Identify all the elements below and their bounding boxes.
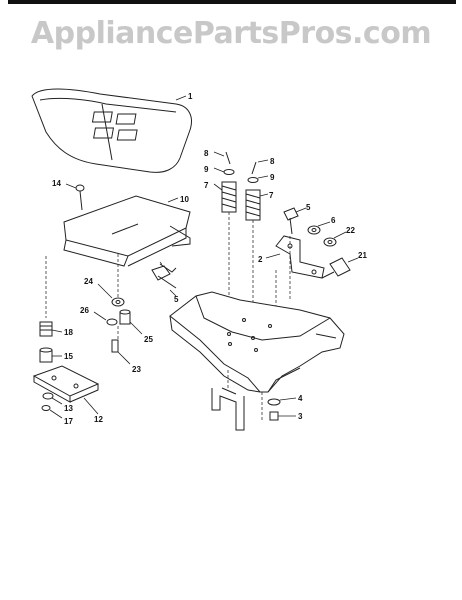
callout-10: 10 (180, 195, 189, 204)
callout-6: 6 (331, 216, 336, 225)
callout-22: 22 (346, 226, 355, 235)
callout-2: 2 (258, 255, 263, 264)
cap-part-9-left[interactable] (213, 167, 235, 175)
callout-23: 23 (132, 365, 141, 374)
callout-8-right: 8 (270, 157, 275, 166)
callout-1: 1 (188, 92, 193, 101)
callout-8-left: 8 (204, 149, 209, 158)
spring-part-18[interactable] (39, 321, 63, 337)
callout-24: 24 (84, 277, 93, 286)
spring-part-7-right[interactable] (245, 189, 261, 221)
spring-part-7-left[interactable] (221, 181, 237, 213)
cap-part-9-right[interactable] (247, 175, 269, 183)
bushing-part-26[interactable] (93, 311, 118, 326)
bracket-plate-part-12[interactable] (32, 365, 100, 415)
callout-26: 26 (80, 306, 89, 315)
callout-13: 13 (64, 404, 73, 413)
callout-18: 18 (64, 328, 73, 337)
bolt-part-21[interactable] (321, 257, 359, 279)
bushing-part-15[interactable] (39, 347, 62, 363)
frame-part[interactable] (169, 236, 345, 431)
bracket-part-2[interactable] (265, 235, 325, 279)
top-border-rule (8, 0, 456, 4)
nut-part-22[interactable] (323, 231, 347, 247)
nut-part-3[interactable] (269, 411, 296, 421)
callout-14: 14 (52, 179, 61, 188)
callout-7-right: 7 (269, 191, 274, 200)
pin-part-14[interactable] (65, 183, 85, 211)
seat-part[interactable] (31, 88, 192, 173)
spacer-part-25[interactable] (119, 309, 143, 335)
bolt-part-5-left[interactable] (151, 263, 177, 297)
callout-4: 4 (298, 394, 303, 403)
washer-part-24[interactable] (97, 283, 125, 307)
callout-3: 3 (298, 412, 303, 421)
callout-17: 17 (64, 417, 73, 426)
nut-part-6[interactable] (307, 221, 331, 235)
callout-5-right: 5 (306, 203, 311, 212)
washer-part-17[interactable] (41, 405, 63, 419)
pin-part-8-right[interactable] (251, 159, 269, 175)
callout-7-left: 7 (204, 181, 209, 190)
callout-9-right: 9 (270, 173, 275, 182)
pin-part-8-left[interactable] (213, 151, 231, 165)
bolt-part-5-right[interactable] (283, 207, 307, 235)
callout-25: 25 (144, 335, 153, 344)
bolt-part-23[interactable] (111, 339, 131, 365)
watermark-logo-text: AppliancePartsPros.com (30, 16, 432, 51)
callout-5-left: 5 (174, 295, 179, 304)
seat-pan-part[interactable] (63, 195, 191, 267)
callout-15: 15 (64, 352, 73, 361)
washer-part-4[interactable] (267, 397, 297, 406)
nut-part-13[interactable] (42, 392, 63, 405)
callout-12: 12 (94, 415, 103, 424)
callout-9-left: 9 (204, 165, 209, 174)
callout-21: 21 (358, 251, 367, 260)
